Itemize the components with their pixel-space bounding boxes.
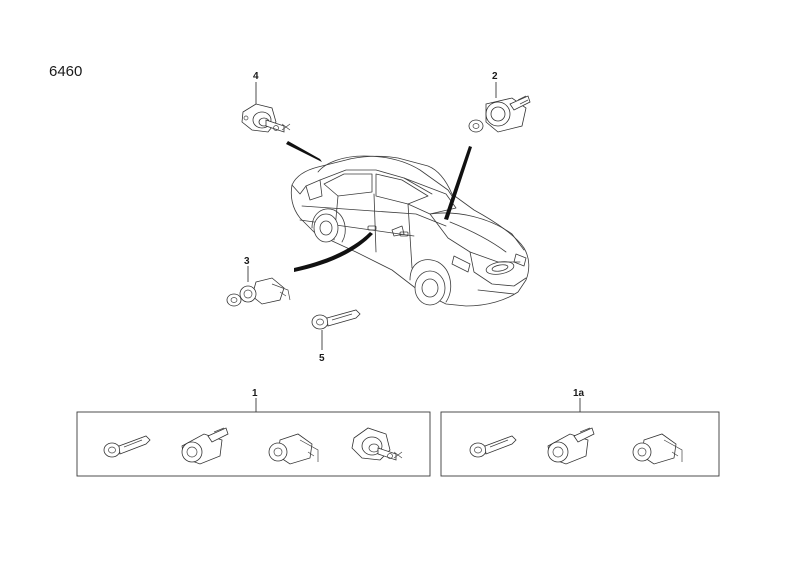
callout-3: 3 [244, 256, 250, 267]
kit-1 [76, 398, 431, 477]
callout-4: 4 [253, 71, 259, 82]
kit-1a [440, 398, 720, 477]
kit-1a-box [440, 411, 720, 477]
part-3-door-lock [226, 266, 291, 307]
kit-1-door-cylinder [268, 433, 319, 465]
part-5-key [311, 309, 361, 350]
callout-2: 2 [492, 71, 498, 82]
part-2-ignition-lock [468, 82, 531, 133]
diagram-code: 6460 [49, 63, 82, 80]
kit-1a-ignition-cylinder [547, 427, 595, 465]
kit-1-key [103, 435, 151, 458]
kit-1-fuel-lock [351, 427, 403, 461]
car-illustration [290, 155, 530, 307]
pointer-3 [294, 232, 373, 272]
kit-1-ignition-cylinder [181, 427, 229, 465]
pointer-2 [444, 146, 472, 220]
part-4-fuel-lock [241, 82, 291, 133]
kit-1a-key [469, 435, 517, 458]
pointer-4 [286, 141, 322, 162]
callout-5: 5 [319, 353, 325, 364]
kit-1a-door-cylinder [632, 433, 683, 465]
kit-1-box [76, 411, 431, 477]
callout-1a: 1a [573, 388, 585, 399]
callout-1: 1 [252, 388, 258, 399]
